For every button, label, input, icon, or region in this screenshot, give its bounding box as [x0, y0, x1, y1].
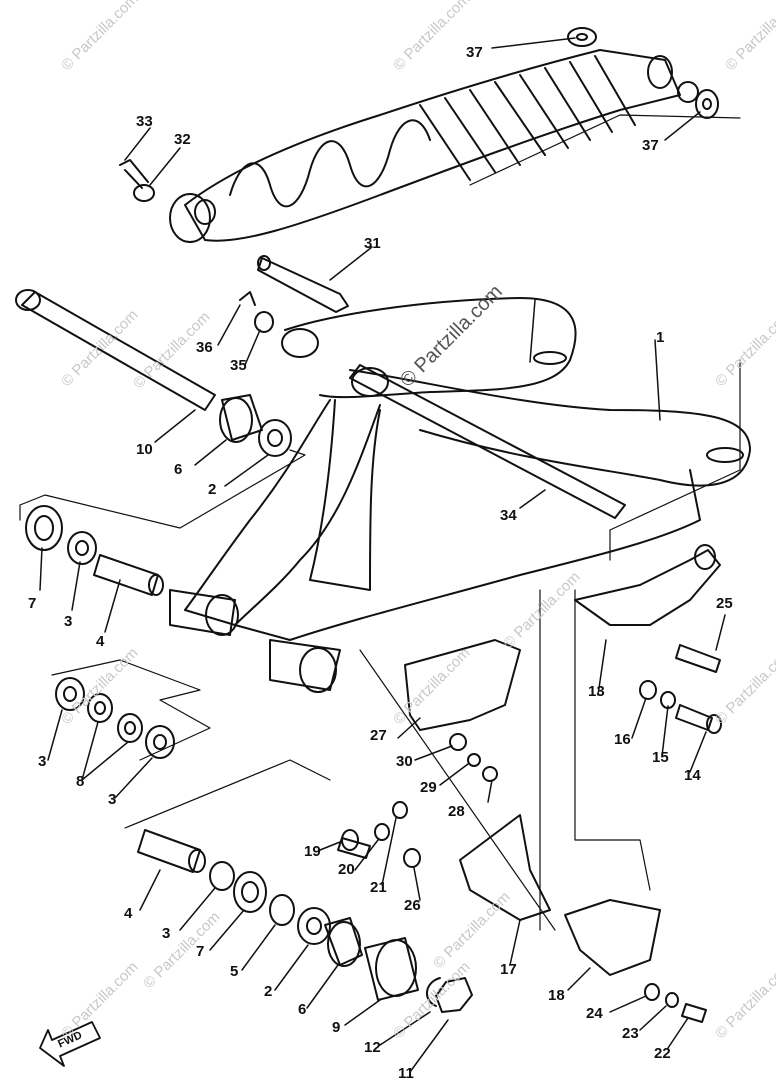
seal-7-bottom	[233, 871, 267, 913]
guard-18	[564, 899, 661, 976]
seal-7-left	[25, 505, 63, 551]
fwd-arrow-shape	[39, 1021, 101, 1067]
part-label-37[interactable]: 37	[642, 137, 659, 154]
washer-21	[392, 801, 408, 819]
part-label-15[interactable]: 15	[652, 749, 669, 766]
washer-16	[639, 680, 657, 700]
part-label-26[interactable]: 26	[404, 897, 421, 914]
part-label-9[interactable]: 9	[332, 1019, 341, 1036]
washer-20	[374, 823, 390, 841]
bushing-6-bottom	[324, 917, 363, 967]
part-label-7[interactable]: 7	[28, 595, 37, 612]
part-label-24[interactable]: 24	[586, 1005, 603, 1022]
bearing-3-mid	[55, 677, 85, 711]
part-label-16[interactable]: 16	[614, 731, 631, 748]
part-label-2[interactable]: 2	[208, 481, 217, 498]
washer-32	[133, 184, 155, 202]
bolt-14	[675, 704, 722, 734]
part-label-5[interactable]: 5	[230, 963, 239, 980]
part-label-13[interactable]: 13	[588, 683, 605, 700]
part-label-31[interactable]: 31	[364, 235, 381, 252]
part-label-6[interactable]: 6	[174, 461, 183, 478]
part-label-36[interactable]: 36	[196, 339, 213, 356]
swing-arm	[169, 297, 751, 693]
torque-rod-13	[574, 544, 721, 626]
part-label-4[interactable]: 4	[124, 905, 133, 922]
part-label-7[interactable]: 7	[196, 943, 205, 960]
part-label-11[interactable]: 11	[398, 1065, 414, 1082]
part-label-6[interactable]: 6	[298, 1001, 307, 1018]
part-label-2[interactable]: 2	[264, 983, 273, 1000]
bearing-3-left	[67, 531, 97, 565]
spacer-8-a	[87, 693, 113, 723]
cotter-pin-33	[119, 159, 149, 189]
group-outlines	[19, 114, 741, 931]
part-label-22[interactable]: 22	[654, 1045, 671, 1062]
part-label-35[interactable]: 35	[230, 357, 247, 374]
part-label-23[interactable]: 23	[622, 1025, 639, 1042]
part-label-8[interactable]: 8	[76, 773, 85, 790]
part-label-30[interactable]: 30	[396, 753, 413, 770]
bolt-28	[482, 766, 498, 782]
collar-4-top	[93, 554, 164, 596]
cap-9	[364, 937, 419, 1001]
washer-5	[269, 894, 295, 926]
part-label-29[interactable]: 29	[420, 779, 437, 796]
bushing-6-top	[219, 394, 263, 443]
washer-23	[665, 992, 679, 1008]
chain-guard-27	[404, 639, 521, 731]
part-label-32[interactable]: 32	[174, 131, 191, 148]
part-label-28[interactable]: 28	[448, 803, 465, 820]
circlip-12	[426, 977, 441, 1007]
bearing-3-bottom	[209, 861, 235, 891]
part-label-33[interactable]: 33	[136, 113, 153, 130]
nut-11	[435, 977, 473, 1013]
leader-lines	[39, 37, 726, 1073]
part-label-34[interactable]: 34	[500, 507, 517, 524]
nut-29	[467, 753, 481, 767]
part-label-1[interactable]: 1	[656, 329, 665, 346]
seal-2-bottom	[297, 907, 331, 945]
part-label-37[interactable]: 37	[466, 44, 483, 61]
pin-31	[257, 255, 349, 313]
washer-37-right	[695, 89, 719, 119]
bolt-25	[675, 644, 721, 673]
part-label-3[interactable]: 3	[38, 753, 47, 770]
washer-30	[449, 733, 467, 751]
part-label-17[interactable]: 17	[500, 961, 517, 978]
collar-4-bottom	[137, 829, 206, 873]
washer-24	[644, 983, 660, 1001]
part-label-27[interactable]: 27	[370, 727, 387, 744]
bolt-19	[337, 829, 371, 859]
part-label-21[interactable]: 21	[370, 879, 387, 896]
bolt-34	[349, 364, 626, 519]
part-label-4[interactable]: 4	[96, 633, 105, 650]
shock-absorber	[169, 49, 699, 243]
part-label-18[interactable]: 18	[548, 987, 565, 1004]
part-label-3[interactable]: 3	[162, 925, 171, 942]
washer-35	[254, 311, 274, 333]
part-label-3[interactable]: 3	[108, 791, 117, 808]
bearing-3-right	[145, 725, 175, 759]
washer-37-top	[567, 27, 597, 47]
part-label-10[interactable]: 10	[136, 441, 153, 458]
bolt-22	[681, 1003, 707, 1023]
part-label-12[interactable]: 12	[364, 1039, 381, 1056]
part-label-19[interactable]: 19	[304, 843, 321, 860]
part-label-20[interactable]: 20	[338, 861, 355, 878]
part-label-25[interactable]: 25	[716, 595, 733, 612]
nut-26	[403, 848, 421, 868]
spacer-8-b	[117, 713, 143, 743]
pivot-shaft-10	[15, 289, 216, 411]
part-label-3[interactable]: 3	[64, 613, 73, 630]
seal-2-top	[258, 419, 292, 457]
part-label-14[interactable]: 14	[684, 767, 701, 784]
cotter-pin-36	[239, 291, 256, 306]
